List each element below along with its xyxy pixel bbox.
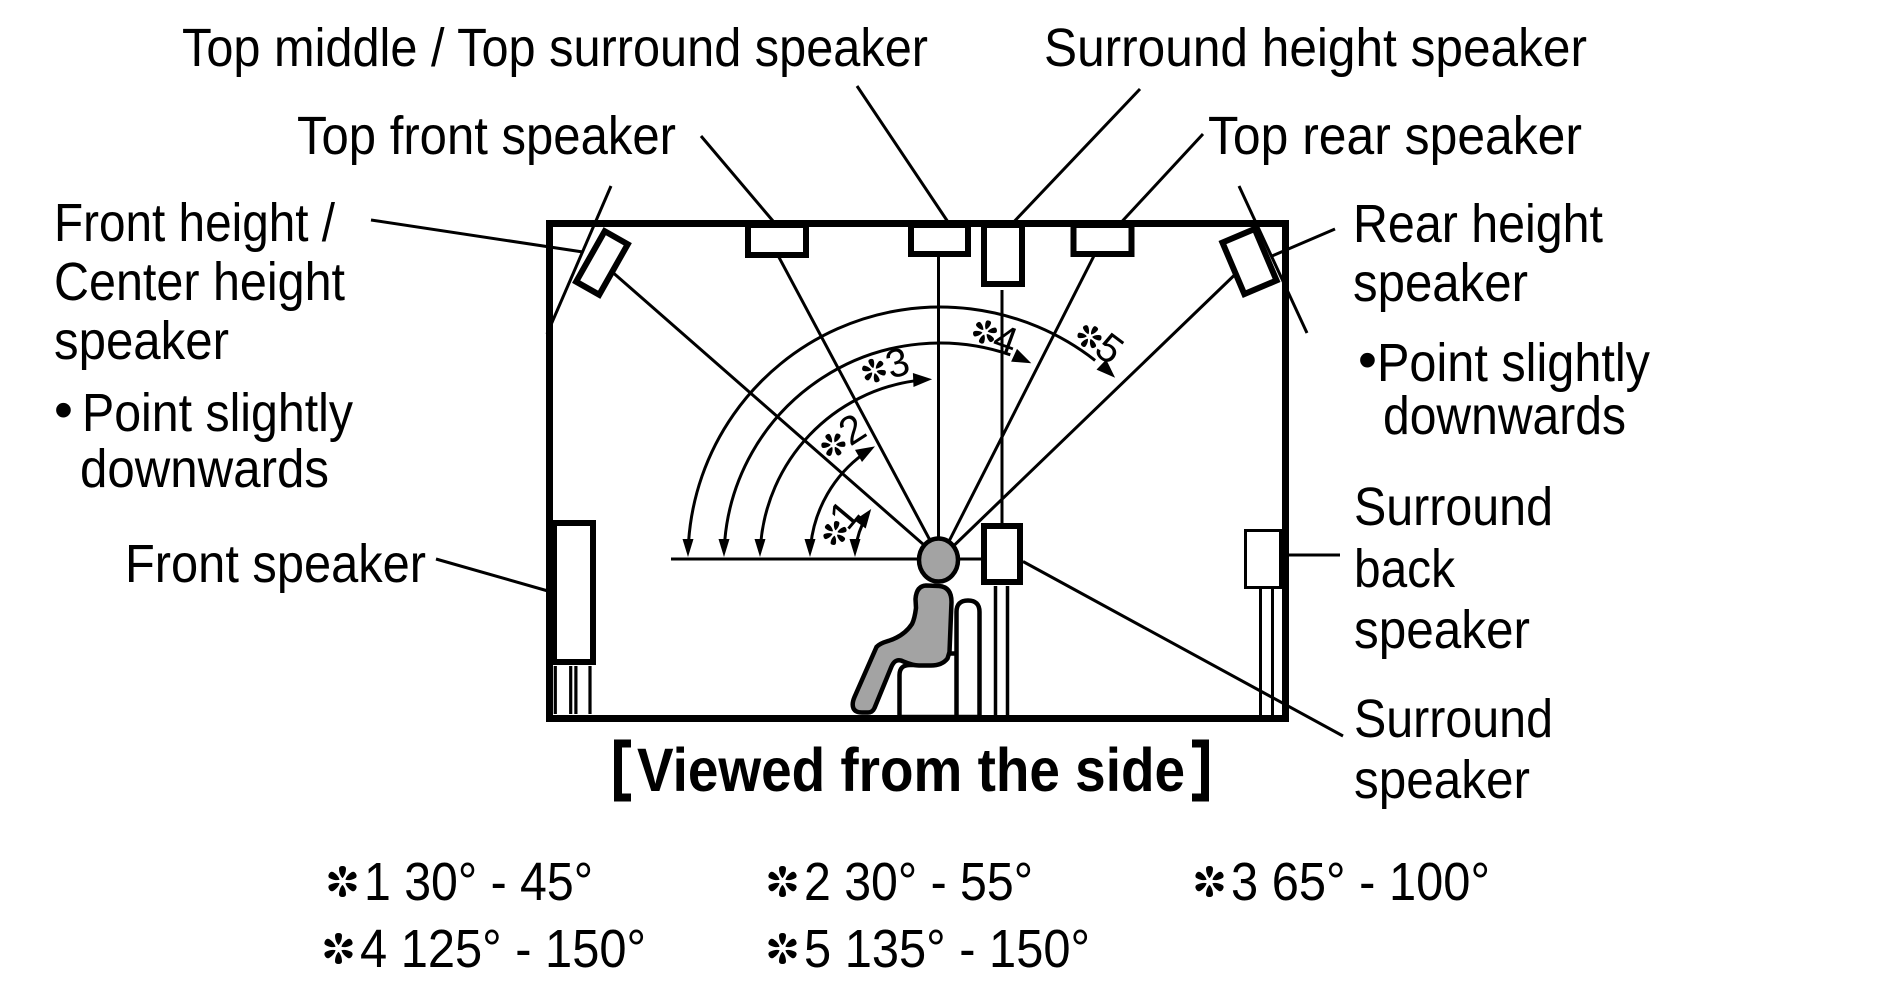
svg-text:2 30° - 55°: 2 30° - 55° [804,852,1033,912]
svg-text:speaker: speaker [54,311,229,371]
svg-text:Front height /: Front height / [54,193,335,253]
svg-text:Center height: Center height [54,252,345,312]
svg-text:Surround: Surround [1354,477,1553,537]
svg-text:5 135° - 150°: 5 135° - 150° [804,919,1090,979]
svg-text:Surround height speaker: Surround height speaker [1044,18,1587,78]
svg-text:downwards: downwards [80,439,329,499]
svg-text:downwards: downwards [1383,386,1626,446]
svg-text:Front speaker: Front speaker [125,534,426,594]
svg-text:•: • [1358,330,1377,390]
svg-text:Viewed from the side: Viewed from the side [637,736,1185,804]
svg-text:Point slightly: Point slightly [82,383,353,443]
svg-text:2: 2 [831,405,874,454]
svg-text:1 30° - 45°: 1 30° - 45° [364,852,593,912]
svg-text:Point slightly: Point slightly [1377,333,1650,393]
svg-text:back: back [1354,539,1456,599]
svg-text:Top front speaker: Top front speaker [297,106,676,166]
svg-text:Rear height: Rear height [1353,194,1603,254]
svg-text:speaker: speaker [1353,253,1528,313]
svg-text:3 65° - 100°: 3 65° - 100° [1231,852,1490,912]
svg-text:Top middle / Top surround spea: Top middle / Top surround speaker [182,18,928,78]
svg-text:Surround: Surround [1354,689,1553,749]
svg-text:4 125° - 150°: 4 125° - 150° [360,919,646,979]
svg-text:speaker: speaker [1354,750,1530,810]
svg-text:Top rear speaker: Top rear speaker [1208,106,1582,166]
svg-text:•: • [54,380,73,440]
svg-text:speaker: speaker [1354,600,1530,660]
